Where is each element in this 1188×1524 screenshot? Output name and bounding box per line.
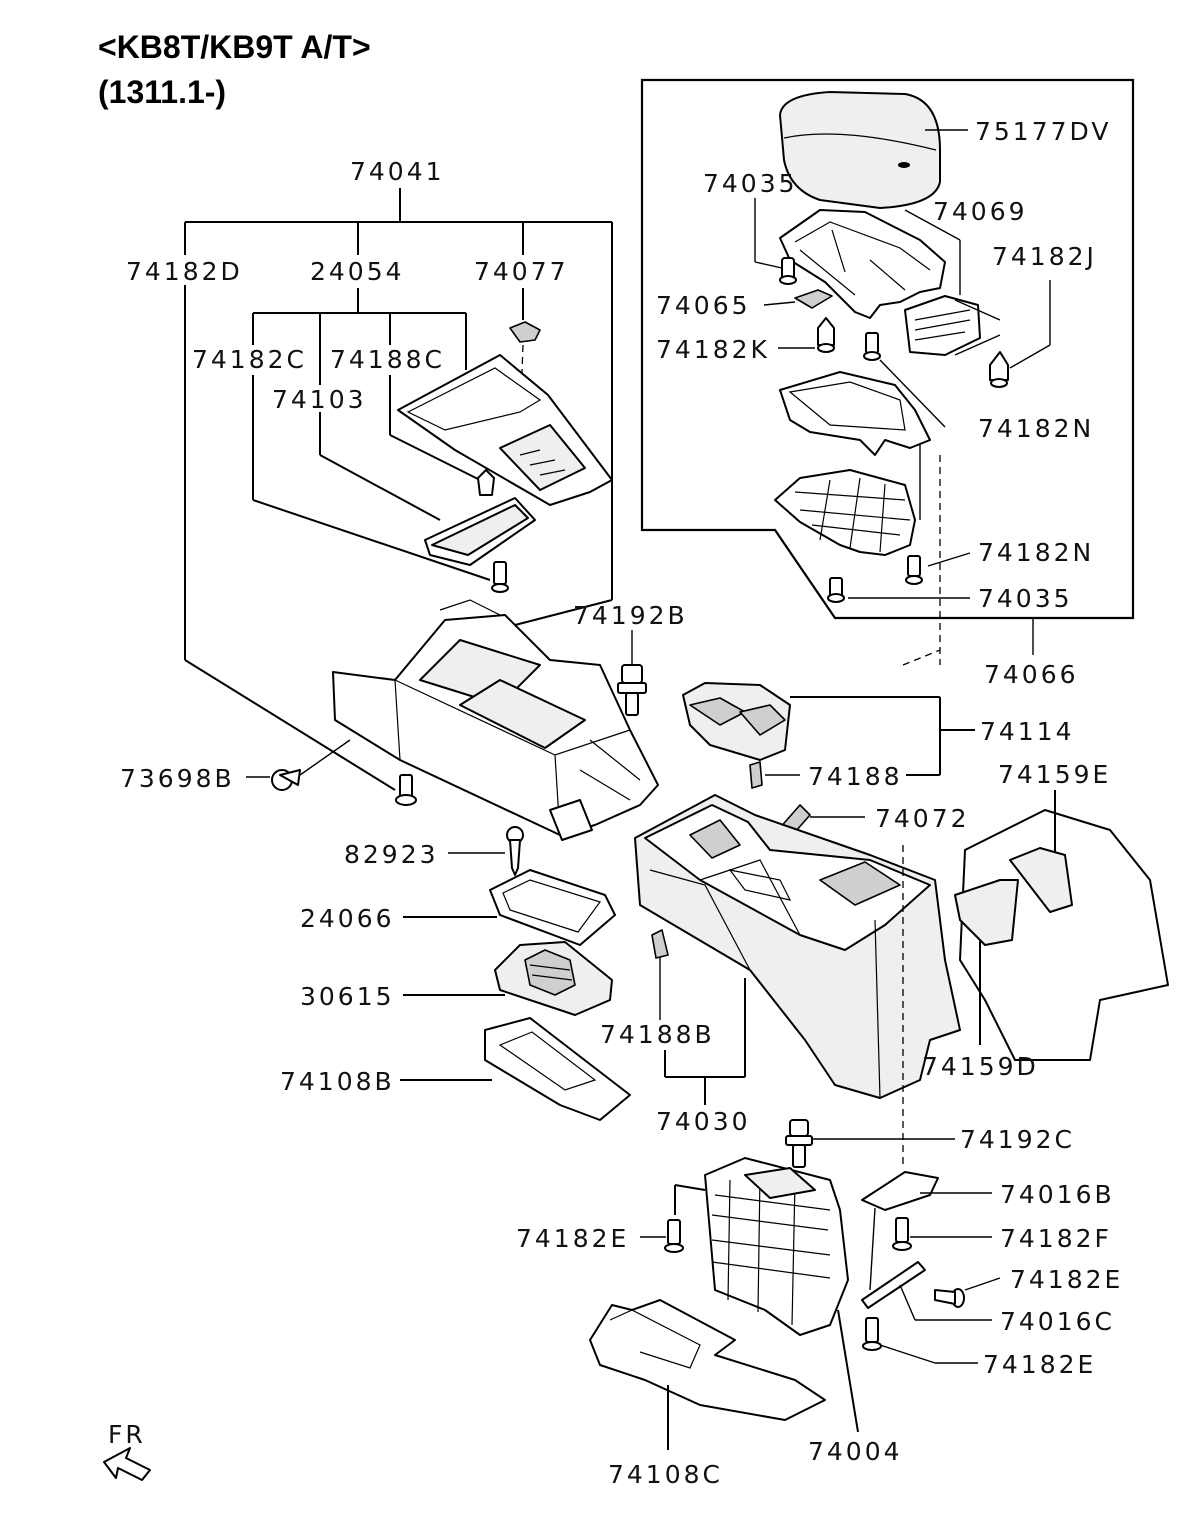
clip-74188: [749, 761, 763, 789]
armrest-lid: [779, 91, 941, 209]
label-74182N-b: 74182N: [978, 538, 1094, 567]
label-74004: 74004: [808, 1437, 903, 1466]
label-74182E-c: 74182E: [983, 1350, 1096, 1379]
label-74103: 74103: [272, 385, 367, 414]
label-74069: 74069: [933, 197, 1028, 226]
bracket-74016C: [861, 1261, 926, 1309]
side-panel-left: [954, 879, 1019, 946]
screw-74182E-left: [664, 1219, 684, 1253]
screw-74182N-bot: [905, 555, 923, 585]
label-74182K: 74182K: [656, 335, 770, 364]
shift-boot: [494, 941, 613, 1016]
clip-74188B: [651, 929, 669, 959]
screw-74182E-bottom: [862, 1317, 882, 1351]
screw-74182E-angled: [934, 1288, 965, 1308]
label-74108C: 74108C: [608, 1460, 723, 1489]
shift-panel: [397, 354, 613, 506]
screw-74035-bot: [827, 577, 845, 603]
screw-74182J: [989, 351, 1009, 388]
bracket-74016B: [861, 1171, 939, 1211]
label-74016B: 74016B: [1000, 1180, 1115, 1209]
label-74114: 74114: [980, 717, 1075, 746]
console-pocket: [424, 497, 536, 566]
label-74159D: 74159D: [922, 1052, 1039, 1081]
screw-74182K: [817, 317, 835, 353]
model-header: <KB8T/KB9T A/T>: [98, 29, 371, 65]
main-console: [634, 794, 961, 1099]
label-24066: 24066: [300, 904, 395, 933]
console-tray: [779, 371, 931, 456]
label-82923: 82923: [344, 840, 439, 869]
bolt-74192C: [785, 1119, 813, 1168]
armrest-detail-box: [640, 78, 1135, 620]
label-74108B: 74108B: [280, 1067, 395, 1096]
label-74192C: 74192C: [960, 1125, 1075, 1154]
front-console: [332, 599, 659, 841]
label-74035-bot: 74035: [978, 584, 1073, 613]
direction-label: FR: [108, 1420, 146, 1449]
clip-74065: [794, 289, 833, 309]
armrest-frame: [779, 209, 946, 319]
label-74030: 74030: [656, 1107, 751, 1136]
label-74065: 74065: [656, 291, 751, 320]
label-74182N-a: 74182N: [978, 414, 1094, 443]
side-cover-right: [959, 809, 1169, 1061]
label-74016C: 74016C: [1000, 1307, 1115, 1336]
label-74188B: 74188B: [600, 1020, 715, 1049]
label-74159E: 74159E: [998, 760, 1111, 789]
screw-74182C: [491, 561, 509, 593]
screw-74182N-top: [863, 332, 881, 361]
console-mat-rear: [589, 1299, 826, 1421]
label-74188: 74188: [808, 762, 903, 791]
label-74182C: 74182C: [192, 345, 307, 374]
label-74077: 74077: [474, 257, 569, 286]
label-74035-top: 74035: [703, 169, 798, 198]
console-mat-front: [484, 1017, 631, 1121]
screw-74188C: [477, 469, 495, 496]
screw-82923: [506, 826, 524, 876]
shift-plate: [489, 869, 616, 946]
label-74066: 74066: [984, 660, 1079, 689]
bolt-74192B: [617, 664, 647, 716]
label-74188C: 74188C: [330, 345, 445, 374]
label-74182D: 74182D: [126, 257, 243, 286]
clip-74077: [509, 321, 541, 343]
screw-74182D: [395, 774, 417, 806]
label-75177DV: 75177DV: [975, 117, 1111, 146]
production-range: (1311.1-): [98, 74, 226, 110]
front-direction-arrow: [103, 1447, 151, 1481]
screw-74035-top: [779, 257, 797, 285]
label-74182E-a: 74182E: [516, 1224, 629, 1253]
cup-holder: [682, 682, 791, 761]
screw-74182F: [892, 1217, 912, 1251]
armrest-latch: [904, 295, 981, 356]
label-74072: 74072: [875, 804, 970, 833]
console-bracket: [704, 1157, 849, 1336]
label-74182J: 74182J: [992, 242, 1097, 271]
console-bin: [774, 469, 916, 556]
clip-73698B: [271, 769, 301, 791]
label-30615: 30615: [300, 982, 395, 1011]
label-74041: 74041: [350, 157, 445, 186]
label-73698B: 73698B: [120, 764, 235, 793]
label-74182E-b: 74182E: [1010, 1265, 1123, 1294]
label-74192B: 74192B: [573, 601, 688, 630]
label-74182F: 74182F: [1000, 1224, 1112, 1253]
label-24054: 24054: [310, 257, 405, 286]
